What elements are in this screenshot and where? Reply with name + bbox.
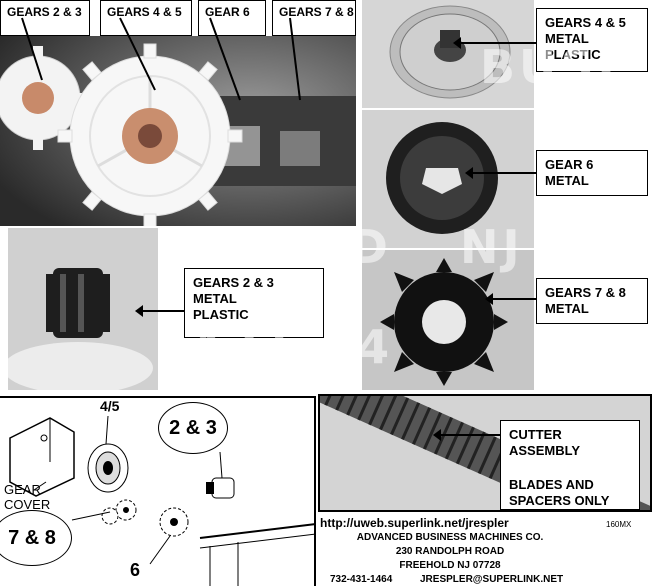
exploded-diagram-drawing <box>9 415 317 586</box>
model-number: 160MX <box>606 520 632 529</box>
arrow-gears-7-8 <box>485 293 536 305</box>
watermark-line-5: JR <box>560 320 621 374</box>
diagram-label-4-5: 4/5 <box>100 398 120 414</box>
callout-cutter: CUTTER ASSEMBLY BLADES AND SPACERS ONLY <box>500 420 640 510</box>
callout-gears-4-5: GEARS 4 & 5 METAL PLASTIC <box>536 8 648 72</box>
tab-gear-6: GEAR 6 <box>198 0 266 36</box>
tab-pointer-lines <box>21 17 301 101</box>
city-line: FREEHOLD NJ 07728 <box>399 560 501 571</box>
watermark-line-2: FEHOLD <box>160 220 392 274</box>
tab-gears-2-3: GEARS 2 & 3 <box>0 0 90 36</box>
gears-4-5-photo <box>362 0 534 108</box>
website-url[interactable]: http://uweb.superlink.net/jrespler <box>320 516 509 530</box>
tab-gears-4-5: GEARS 4 & 5 <box>100 0 192 36</box>
gear-cover-label: GEAR COVER <box>4 482 51 512</box>
pinion-gear-illustration <box>8 228 158 390</box>
address-line: 230 RANDOLPH ROAD <box>395 546 505 557</box>
phone-number: 732-431-1464 <box>330 574 393 585</box>
gear-6-illustration <box>362 110 534 248</box>
callout-gear-6: GEAR 6 METAL <box>536 150 648 196</box>
diagram-bubble-2-3: 2 & 3 <box>158 402 228 454</box>
callout-gears-7-8: GEARS 7 & 8 METAL <box>536 278 648 324</box>
gears-7-8-illustration <box>362 250 534 390</box>
gears-4-5-illustration <box>362 0 534 108</box>
gears-7-8-photo <box>362 250 534 390</box>
tab-gears-7-8: GEARS 7 & 8 <box>272 0 356 36</box>
arrow-gears-2-3 <box>135 305 184 317</box>
callout-gears-2-3: GEARS 2 & 3 METAL PLASTIC <box>184 268 324 338</box>
arrow-gear-6 <box>465 167 536 179</box>
company-name: ADVANCED BUSINESS MACHINES CO. <box>356 532 544 543</box>
arrow-cutter <box>433 429 500 441</box>
gear-6-photo <box>362 110 534 248</box>
gears-2-3-photo <box>8 228 158 390</box>
diagram-bubble-7-8: 7 & 8 <box>0 510 72 566</box>
email-address[interactable]: JRESPLER@SUPERLINK.NET <box>420 574 564 585</box>
arrow-gears-4-5 <box>453 37 536 49</box>
diagram-label-6: 6 <box>130 560 141 580</box>
